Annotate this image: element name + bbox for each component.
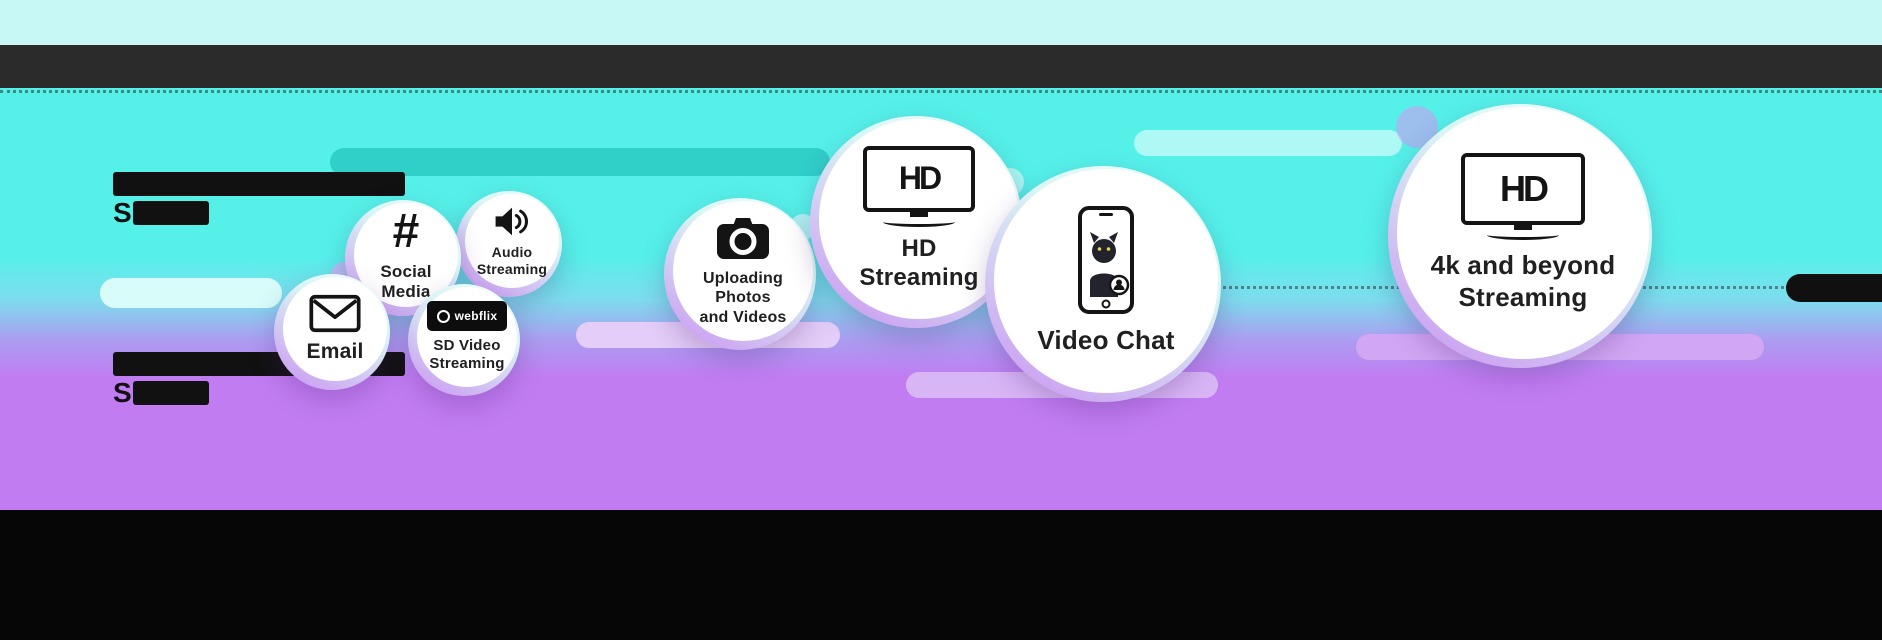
header-bar bbox=[0, 45, 1882, 88]
dotted-line-top bbox=[0, 90, 1882, 93]
bubble-label: Video Chat bbox=[1037, 325, 1175, 356]
bubble-email: Email bbox=[274, 274, 390, 390]
speed-tier-line2: S bbox=[113, 197, 405, 228]
speed-pill bbox=[330, 148, 830, 176]
speed-tier-line2: S bbox=[113, 377, 405, 408]
speed-pill bbox=[1134, 130, 1402, 156]
redacted-text-bar bbox=[132, 201, 209, 225]
tv-base bbox=[883, 217, 955, 227]
bubble-label: SD Video Streaming bbox=[429, 337, 505, 372]
bubble-label: HD Streaming bbox=[859, 234, 979, 291]
speaker-icon bbox=[493, 205, 531, 238]
top-strip bbox=[0, 0, 1882, 45]
bubble-label: Uploading Photos and Videos bbox=[699, 270, 787, 326]
hd-logo-text: HD bbox=[1500, 168, 1549, 210]
bubble-label: 4k and beyond Streaming bbox=[1430, 250, 1616, 312]
tv-hd-icon: HD bbox=[1461, 153, 1585, 241]
phone-video-chat-icon bbox=[1077, 205, 1135, 315]
bubble-4k-streaming: HD 4k and beyond Streaming bbox=[1388, 104, 1652, 368]
bubble-video-chat: Video Chat bbox=[985, 166, 1221, 402]
envelope-icon bbox=[309, 294, 361, 333]
speed-label-letter: S bbox=[113, 197, 132, 228]
redacted-text-bar bbox=[113, 172, 405, 196]
bubble-label: Email bbox=[306, 339, 364, 363]
hd-logo-text: HD bbox=[898, 160, 942, 197]
tv-stand bbox=[910, 211, 928, 217]
redacted-text-bar bbox=[1786, 274, 1882, 302]
webflix-wordmark: webflix bbox=[454, 309, 498, 323]
speed-pill bbox=[100, 278, 282, 308]
hashtag-icon: # bbox=[392, 204, 420, 258]
speed-label-letter: S bbox=[113, 377, 132, 408]
redacted-text-bar bbox=[132, 381, 209, 405]
tv-base bbox=[1487, 230, 1559, 241]
camera-icon bbox=[715, 215, 771, 261]
bubble-sd-video-streaming: webflix SD Video Streaming bbox=[408, 284, 520, 396]
footer-bar bbox=[0, 510, 1882, 640]
webflix-logo-icon: webflix bbox=[426, 301, 508, 331]
tv-hd-icon: HD bbox=[863, 145, 975, 227]
bubble-audio-streaming: Audio Streaming bbox=[456, 191, 562, 297]
bubble-label: Social Media bbox=[380, 261, 432, 301]
bubble-uploading-photos-videos: Uploading Photos and Videos bbox=[664, 198, 816, 350]
tv-stand bbox=[1514, 225, 1532, 231]
speed-tier-label-1: S bbox=[113, 172, 405, 228]
webflix-dot-icon bbox=[436, 309, 450, 323]
bubble-social-media: # Social Media bbox=[345, 200, 461, 316]
bubble-label: Audio Streaming bbox=[476, 243, 548, 277]
bubble-hd-streaming: HD HD Streaming bbox=[810, 116, 1022, 328]
